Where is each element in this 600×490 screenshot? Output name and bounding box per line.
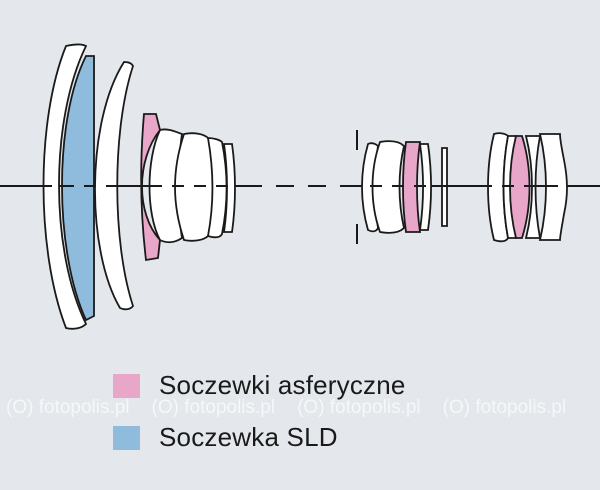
lens-element-5: [148, 128, 184, 244]
legend-label-sld: Soczewka SLD: [159, 422, 338, 452]
watermark-text: (O) fotopolis.pl: [151, 397, 276, 418]
lens-element-8: [222, 143, 236, 233]
watermark-text: (O) fotopolis.pl: [6, 397, 130, 418]
legend-item-sld: Soczewka SLD: [113, 422, 338, 453]
lens-element-11-aspherical: [402, 141, 422, 233]
watermark-text: (O) fotopolis.pl: [442, 397, 567, 418]
legend-label-aspherical: Soczewki asferyczne: [159, 370, 406, 400]
legend-swatch-aspherical: [113, 373, 140, 398]
lens-element-16-aspherical: [509, 135, 531, 239]
lens-element-2-sld: [61, 55, 95, 322]
watermark-strip: (O) fotopolis.pl (O) fotopolis.pl (O) fo…: [0, 397, 600, 420]
watermark-text: (O) fotopolis.pl: [297, 397, 421, 418]
legend-swatch-sld: [113, 425, 140, 450]
lens-element-7: [206, 137, 228, 239]
lens-element-4-aspherical: [140, 113, 161, 262]
axis-gap: [244, 183, 354, 189]
legend-item-aspherical: Soczewki asferyczne: [113, 370, 406, 401]
lens-element-10: [371, 140, 405, 234]
